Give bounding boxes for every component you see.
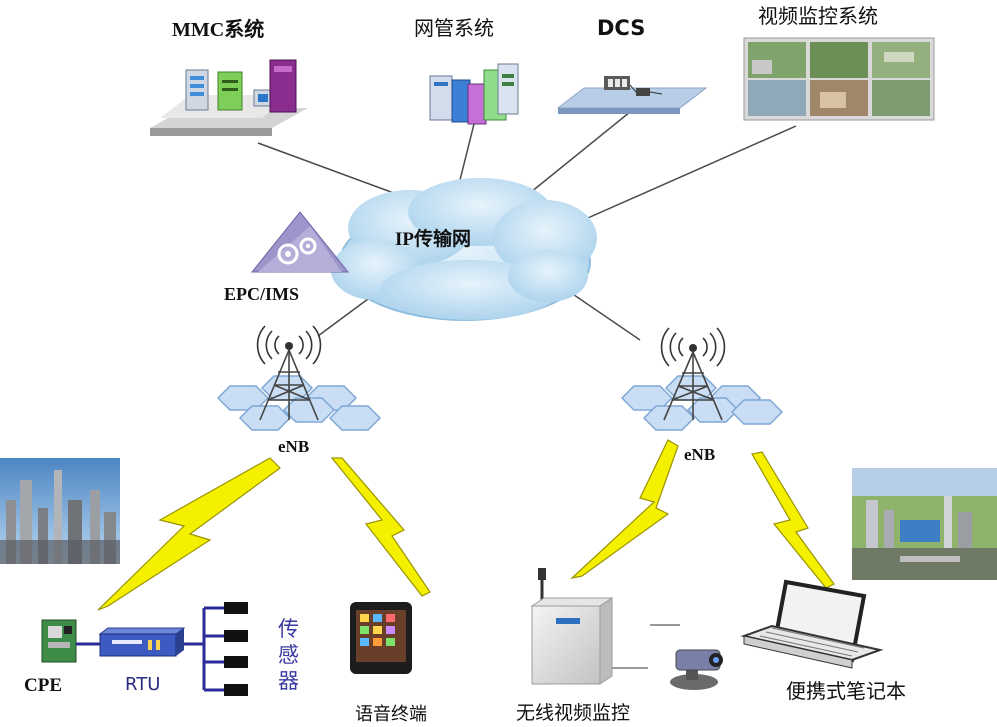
laptop-label: 便携式笔记本 (786, 679, 906, 703)
video-surveillance-label: 视频监控系统 (758, 4, 878, 28)
wireless-camera-box-icon (530, 568, 614, 685)
cpe-label: CPE (24, 675, 62, 696)
video-monitor-wall-icon (743, 37, 935, 121)
mmc-system-label: MMC系统 (172, 19, 265, 41)
dcs-switch-icon (556, 76, 708, 114)
rtu-device-icon (76, 602, 248, 696)
rtu-label: RTU (125, 674, 161, 695)
cpe-board-icon (41, 619, 77, 663)
antenna-tower-icon (620, 327, 784, 431)
sensor-label: 传 感 器 (278, 617, 299, 693)
server-rack-icon (150, 59, 308, 136)
nms-system-label: 网管系统 (414, 16, 494, 40)
server-group-icon (429, 63, 519, 125)
ip-camera-icon (670, 649, 723, 690)
smartphone-icon (350, 602, 412, 674)
wireless-video-label: 无线视频监控 (516, 702, 631, 724)
refinery-photo-icon (0, 458, 120, 564)
gear-triangle-icon (250, 211, 350, 273)
lightning-bolt-icon (97, 439, 835, 611)
voice-terminal-label: 语音终端 (355, 704, 427, 725)
enb-right-label: eNB (684, 445, 716, 464)
laptop-icon (740, 579, 884, 669)
ip-network-label: IP传输网 (395, 229, 472, 250)
refinery-photo-icon (852, 468, 997, 580)
dcs-label: DCS (597, 16, 646, 40)
antenna-tower-icon (216, 325, 382, 431)
enb-left-label: eNB (278, 437, 310, 456)
ip-network-cloud (331, 178, 597, 321)
epc-ims-label: EPC/IMS (224, 284, 300, 304)
